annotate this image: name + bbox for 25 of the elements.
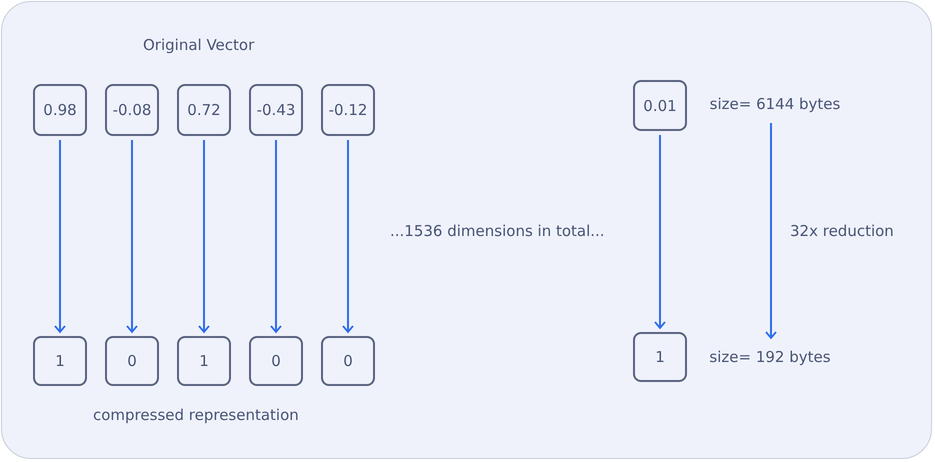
value-box: 1	[33, 336, 87, 386]
value-box: 0	[321, 336, 375, 386]
value-box: -0.08	[105, 84, 159, 136]
arrow	[126, 140, 138, 333]
value-box: 0	[105, 336, 159, 386]
value-box: 0.98	[33, 84, 87, 136]
value-box: 1	[633, 332, 687, 382]
value-box: 1	[177, 336, 231, 386]
heading: Original Vector	[143, 36, 254, 54]
arrow	[270, 140, 282, 333]
arrow	[765, 123, 777, 339]
value-box: 0	[249, 336, 303, 386]
arrow	[342, 140, 354, 333]
note-text: ...1536 dimensions in total...	[390, 222, 605, 240]
value-box: -0.12	[321, 84, 375, 136]
caption-text: compressed representation	[93, 406, 299, 424]
value-box: 0.01	[633, 80, 687, 131]
value-box: -0.43	[249, 84, 303, 136]
size-text: size= 192 bytes	[700, 345, 840, 369]
arrow	[54, 140, 66, 333]
value-box: 0.72	[177, 84, 231, 136]
arrow	[654, 135, 666, 329]
edge-label: 32x reduction	[790, 222, 894, 240]
arrow	[198, 140, 210, 333]
size-text: size= 6144 bytes	[700, 92, 850, 116]
